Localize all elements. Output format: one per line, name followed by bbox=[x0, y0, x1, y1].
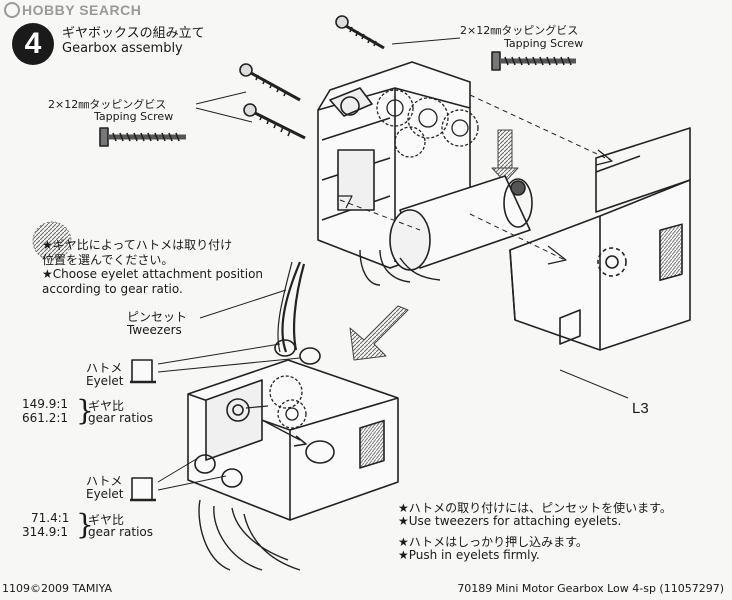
eyelet-top-gear-jp: ギヤ比 bbox=[88, 399, 125, 413]
eyelet-bottom-ratio-1: 71.4:1 bbox=[31, 511, 70, 525]
screw-label-top-en: Tapping Screw bbox=[504, 37, 584, 50]
screw-left-2-icon bbox=[243, 103, 306, 140]
gear-note-en-line1: ★Choose eyelet attachment position bbox=[42, 267, 264, 281]
eyelet-bottom-ratio-2: 314.9:1 bbox=[22, 525, 69, 539]
screw-sample-left-icon bbox=[99, 127, 186, 147]
screw-left-1-icon bbox=[239, 63, 301, 102]
motor bbox=[338, 175, 533, 286]
eyelet-top-label-jp: ハトメ bbox=[86, 361, 123, 375]
watermark: HOBBY SEARCH bbox=[4, 2, 141, 18]
eyelet-bottom-gear-jp: ギヤ比 bbox=[88, 513, 125, 527]
gear-note-starburst-icon bbox=[32, 221, 72, 261]
watermark-logo-icon bbox=[4, 2, 20, 18]
note-bottom-1: ★ハトメの取り付けには、ピンセットを使います。 bbox=[398, 501, 672, 515]
footer-product-info: 70189 Mini Motor Gearbox Low 4-sp (11057… bbox=[457, 582, 724, 595]
screw-top-icon bbox=[335, 15, 385, 50]
tweezers-label-jp: ピンセット bbox=[127, 310, 188, 324]
part-l3-cover bbox=[469, 127, 691, 399]
screw-sample-top-icon bbox=[491, 51, 576, 71]
screw-label-left-jp: 2×12㎜タッピングビス bbox=[48, 98, 167, 111]
note-bottom-2: ★Use tweezers for attaching eyelets. bbox=[398, 514, 622, 528]
gear-note-en-line2: according to gear ratio. bbox=[42, 282, 183, 296]
eyelet-bottom-icon bbox=[130, 477, 156, 502]
step-number-badge: 4 bbox=[12, 23, 54, 65]
eyelet-top-icon bbox=[130, 359, 156, 384]
watermark-text: HOBBY SEARCH bbox=[22, 2, 142, 18]
screw-label-left-en: Tapping Screw bbox=[94, 110, 174, 123]
assembly-direction-arrow-icon bbox=[349, 305, 409, 361]
footer-copyright: 1109©2009 TAMIYA bbox=[2, 582, 112, 595]
step-title-en: Gearbox assembly bbox=[62, 41, 183, 56]
gearbox-housing-lower bbox=[187, 339, 399, 571]
screw-label-top-jp: 2×12㎜タッピングビス bbox=[460, 24, 579, 37]
eyelet-bottom-brace: } bbox=[76, 508, 94, 541]
note-bottom-3: ★ハトメはしっかり押し込みます。 bbox=[398, 535, 588, 549]
gear-note-jp-line2: 位置を選んでください。 bbox=[42, 253, 174, 267]
eyelet-top-label-en: Eyelet bbox=[86, 374, 124, 388]
eyelet-bottom-label-en: Eyelet bbox=[86, 487, 124, 501]
note-bottom-4: ★Push in eyelets firmly. bbox=[398, 548, 540, 562]
tweezers-label-en: Tweezers bbox=[127, 323, 182, 337]
eyelet-bottom-label-jp: ハトメ bbox=[86, 474, 123, 488]
gear-note-jp-line1: ★ギヤ比によってハトメは取り付け bbox=[42, 238, 233, 252]
eyelet-top-ratio-1: 149.9:1 bbox=[22, 397, 69, 411]
grease-indicator-icon bbox=[491, 129, 519, 183]
eyelet-top-brace: } bbox=[76, 394, 94, 427]
tweezers-icon bbox=[199, 261, 306, 353]
eyelet-top-gear-en: gear ratios bbox=[88, 411, 154, 425]
part-label-l3: L3 bbox=[632, 400, 649, 417]
eyelet-top-ratio-2: 661.2:1 bbox=[22, 411, 69, 425]
step-title-jp: ギヤボックスの組み立て bbox=[62, 26, 205, 41]
eyelet-bottom-gear-en: gear ratios bbox=[88, 525, 154, 539]
